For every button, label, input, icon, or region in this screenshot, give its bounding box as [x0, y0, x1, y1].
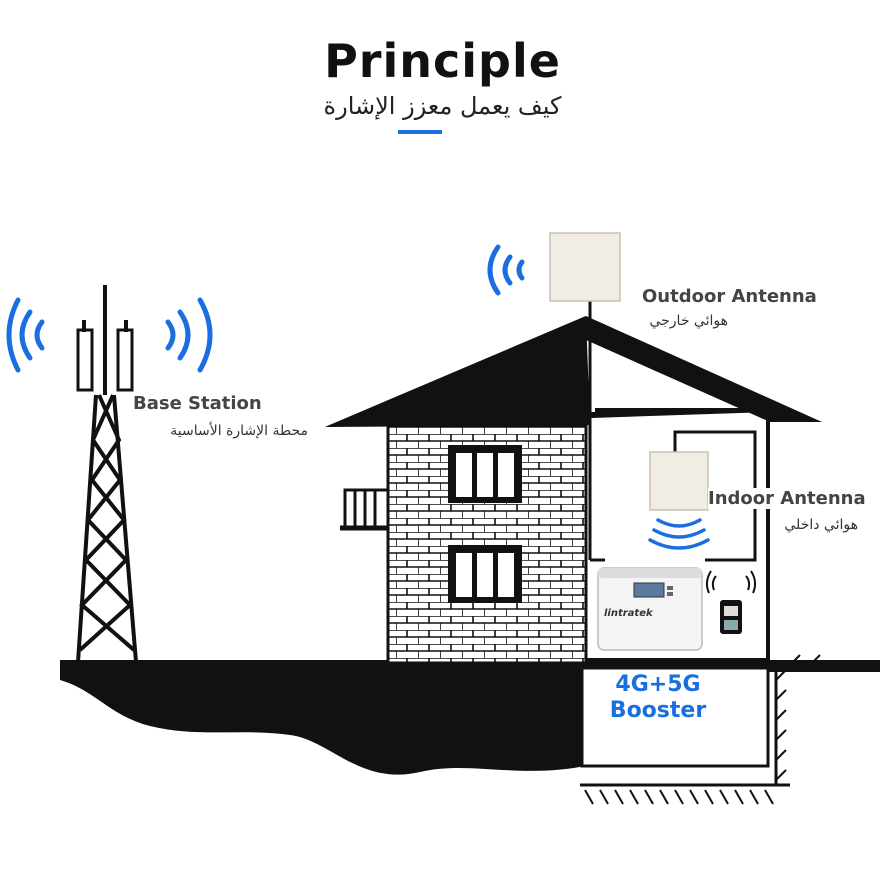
- outdoor-antenna: [549, 232, 621, 302]
- booster-device: [597, 567, 703, 651]
- indoor-antenna-label: Indoor Antenna: [708, 488, 866, 509]
- house-interior: [586, 408, 770, 662]
- title-underline: [398, 130, 442, 134]
- outdoor-antenna-label-ar: هوائي خارجي: [649, 313, 728, 329]
- window-lower: [448, 545, 522, 603]
- brand-logo: lintratek: [604, 608, 653, 619]
- outdoor-antenna-label: Outdoor Antenna: [642, 286, 817, 307]
- booster-label-line2: Booster: [609, 698, 707, 723]
- page-title: Principle: [324, 34, 561, 88]
- signal-wave-icon: [648, 518, 710, 550]
- signal-wave-icon: [6, 297, 213, 373]
- signal-wave-icon: [487, 244, 525, 296]
- indoor-antenna: [649, 451, 709, 511]
- window-upper: [448, 445, 522, 503]
- indoor-antenna-label-ar: هوائي داخلي: [784, 517, 858, 533]
- base-station-label: Base Station: [133, 393, 262, 414]
- ground: [60, 660, 880, 775]
- base-station-label-ar: محطة الإشارة الأساسية: [170, 423, 308, 439]
- page-subtitle: كيف يعمل معزز الإشارة: [323, 92, 562, 120]
- basement: [580, 654, 825, 805]
- base-station-tower: [74, 285, 140, 664]
- phone-icon: [705, 570, 757, 634]
- booster-label: 4G+5G Booster: [592, 672, 724, 724]
- booster-label-line1: 4G+5G: [615, 672, 701, 697]
- coax-cable: [588, 300, 757, 562]
- balcony: [340, 488, 392, 531]
